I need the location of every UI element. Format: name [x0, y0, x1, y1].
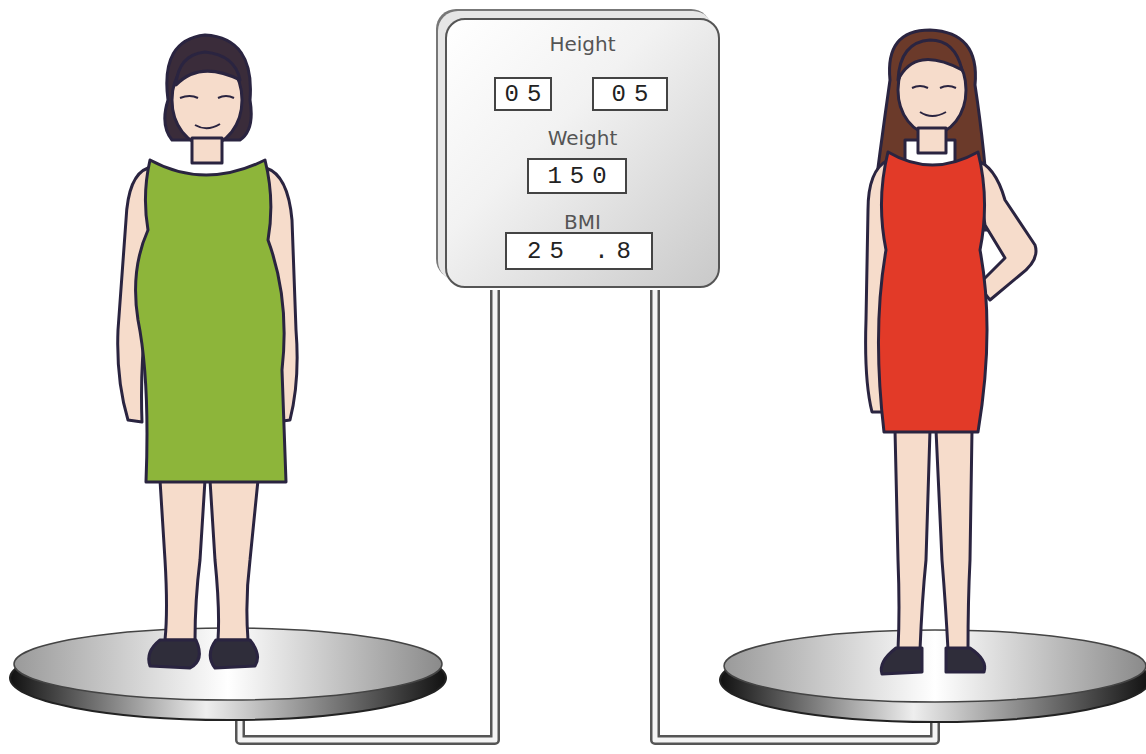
field-label: Height	[447, 32, 718, 56]
field-label: BMI	[447, 210, 718, 234]
scale-platform	[720, 630, 1146, 722]
digit-readout: 05	[604, 81, 657, 108]
digit-display: 150	[527, 158, 627, 194]
digit-readout: 150	[539, 163, 614, 190]
field-label: Weight	[447, 126, 718, 150]
digit-display: 05	[592, 77, 668, 111]
digit-readout: 25 .8	[519, 238, 639, 265]
digit-display: 05	[494, 77, 552, 111]
digit-readout: 05	[497, 81, 550, 108]
woman-figure	[118, 35, 297, 668]
display-panel: HeightWeightBMI 05 05 150 25 .8	[445, 18, 720, 288]
scale-platform	[10, 628, 446, 720]
woman-figure	[866, 30, 1036, 674]
digit-display: 25 .8	[505, 232, 653, 270]
